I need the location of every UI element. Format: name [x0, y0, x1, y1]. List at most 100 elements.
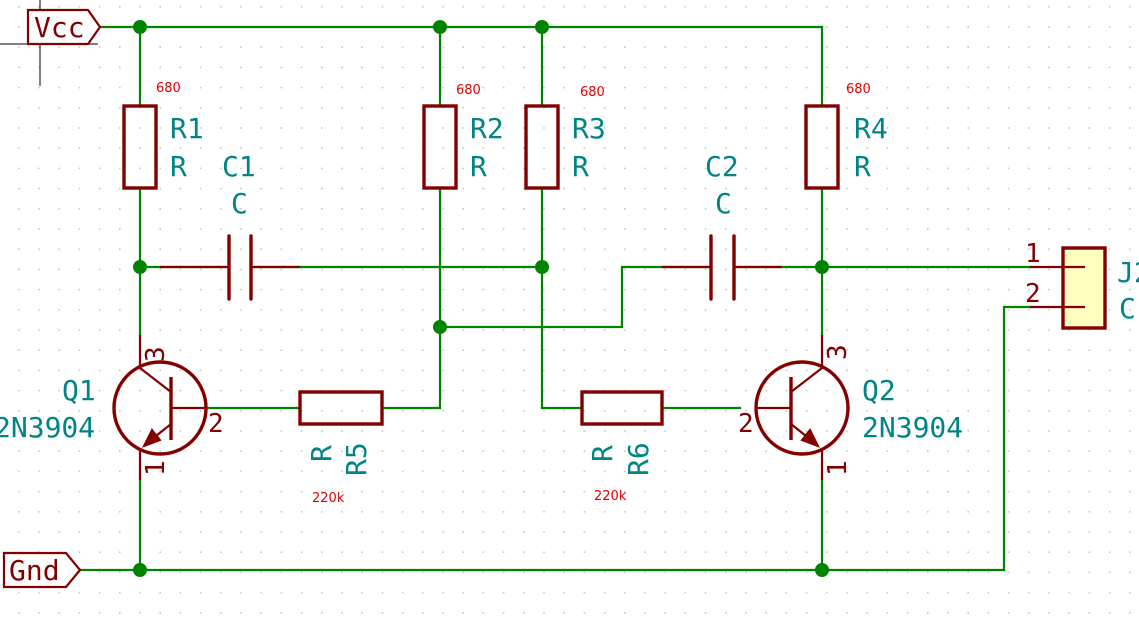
- grid-dot: [1129, 612, 1131, 614]
- grid-dot: [826, 551, 828, 553]
- resistor-r2[interactable]: 680 R2 R: [422, 83, 504, 190]
- grid-dot: [1068, 187, 1070, 190]
- grid-dot: [1129, 551, 1131, 553]
- grid-dot: [906, 410, 909, 412]
- grid-dot: [624, 187, 626, 190]
- grid-dot: [58, 66, 60, 69]
- grid-dot: [785, 470, 788, 473]
- grid-dot: [745, 309, 747, 311]
- grid-dot: [1088, 107, 1091, 109]
- grid-dot: [361, 349, 363, 351]
- grid-dot: [280, 591, 283, 594]
- grid-dot: [765, 127, 767, 129]
- grid-dot: [1108, 268, 1111, 271]
- grid-dot: [987, 470, 990, 473]
- grid-dot: [38, 430, 40, 432]
- grid-dot: [765, 369, 767, 372]
- grid-dot: [199, 66, 202, 69]
- grid-dot: [583, 329, 586, 331]
- grid-dot: [987, 26, 990, 28]
- grid-dot: [805, 46, 808, 48]
- grid-dot: [684, 369, 687, 372]
- grid-dot: [1048, 612, 1050, 614]
- grid-dot: [442, 511, 444, 513]
- grid-dot: [280, 66, 283, 69]
- grid-dot: [543, 127, 545, 129]
- grid-dot: [1108, 147, 1111, 149]
- grid-dot: [1028, 86, 1030, 89]
- grid-dot: [523, 268, 525, 271]
- grid-dot: [1088, 6, 1091, 8]
- grid-dot: [280, 551, 283, 553]
- grid-dot: [563, 228, 565, 230]
- grid-dot: [704, 66, 707, 69]
- grid-dot: [745, 430, 747, 432]
- c1-value: C: [231, 187, 248, 220]
- grid-dot: [98, 349, 101, 351]
- grid-dot: [482, 127, 485, 129]
- grid-dot: [78, 369, 81, 372]
- grid-dot: [119, 410, 121, 412]
- grid-dot: [523, 490, 525, 493]
- grid-dot: [381, 369, 384, 372]
- grid-dot: [280, 329, 283, 331]
- grid-dot: [199, 470, 202, 473]
- grid-dot: [886, 26, 889, 28]
- grid-dot: [906, 591, 909, 594]
- grid-dot: [866, 167, 868, 170]
- wire-r2-c2[interactable]: [438, 265, 710, 329]
- grid-dot: [805, 470, 808, 473]
- grid-dot: [341, 86, 343, 89]
- transistor-q1[interactable]: 1 2 3 Q1 2N3904: [0, 335, 224, 480]
- grid-dot: [1129, 309, 1131, 311]
- grid-dot: [906, 187, 909, 190]
- gnd-label[interactable]: Gnd: [2, 551, 82, 589]
- wire-gnd-j2[interactable]: [1002, 305, 1032, 572]
- grid-dot: [543, 147, 545, 149]
- grid-dot: [664, 450, 666, 452]
- resistor-r6[interactable]: R R6 220k: [580, 390, 664, 504]
- resistor-r3[interactable]: 680 R3 R: [524, 85, 606, 190]
- grid-dot: [1068, 66, 1070, 69]
- resistor-r1[interactable]: 680 R1 R: [122, 81, 204, 190]
- grid-dot: [422, 309, 424, 311]
- grid-dot: [1048, 591, 1050, 594]
- grid-dot: [119, 147, 121, 149]
- grid-dot: [583, 430, 586, 432]
- grid-dot: [159, 511, 161, 513]
- grid-dot: [563, 389, 565, 392]
- grid-dot: [300, 571, 303, 574]
- grid-dot: [98, 208, 101, 210]
- grid-dot: [886, 612, 889, 614]
- transistor-q2[interactable]: 1 2 3 Q2 2N3904: [738, 335, 963, 480]
- c2-ref: C2: [705, 150, 739, 183]
- grid-dot: [1129, 6, 1131, 8]
- connector-j2[interactable]: 1 2 J2 C: [1025, 239, 1139, 330]
- grid-dot: [704, 531, 707, 533]
- grid-dot: [240, 490, 242, 493]
- grid-dot: [240, 46, 242, 48]
- grid-dot: [502, 349, 505, 351]
- j2-pin-2: 2: [1025, 279, 1041, 309]
- grid-dot: [603, 531, 606, 533]
- grid-dot: [482, 107, 485, 109]
- vcc-label[interactable]: Vcc: [26, 8, 102, 46]
- grid-dot: [684, 309, 687, 311]
- grid-dot: [482, 612, 485, 614]
- grid-dot: [583, 551, 586, 553]
- gnd-label-text: Gnd: [9, 554, 60, 587]
- grid-dot: [644, 571, 646, 574]
- grid-dot: [179, 268, 182, 271]
- grid-dot: [139, 127, 141, 129]
- grid-dot: [886, 531, 889, 533]
- resistor-r5[interactable]: R R5 220k: [298, 390, 384, 506]
- grid-dot: [1048, 410, 1050, 412]
- grid-dot: [401, 410, 404, 412]
- capacitor-c2[interactable]: C2 C: [662, 150, 782, 301]
- grid-dot: [906, 571, 909, 574]
- resistor-r4[interactable]: 680 R4 R: [804, 82, 888, 190]
- capacitor-c1[interactable]: C1 C: [160, 150, 300, 301]
- grid-dot: [987, 329, 990, 331]
- r5-field: 220k: [312, 491, 345, 506]
- grid-dot: [442, 349, 444, 351]
